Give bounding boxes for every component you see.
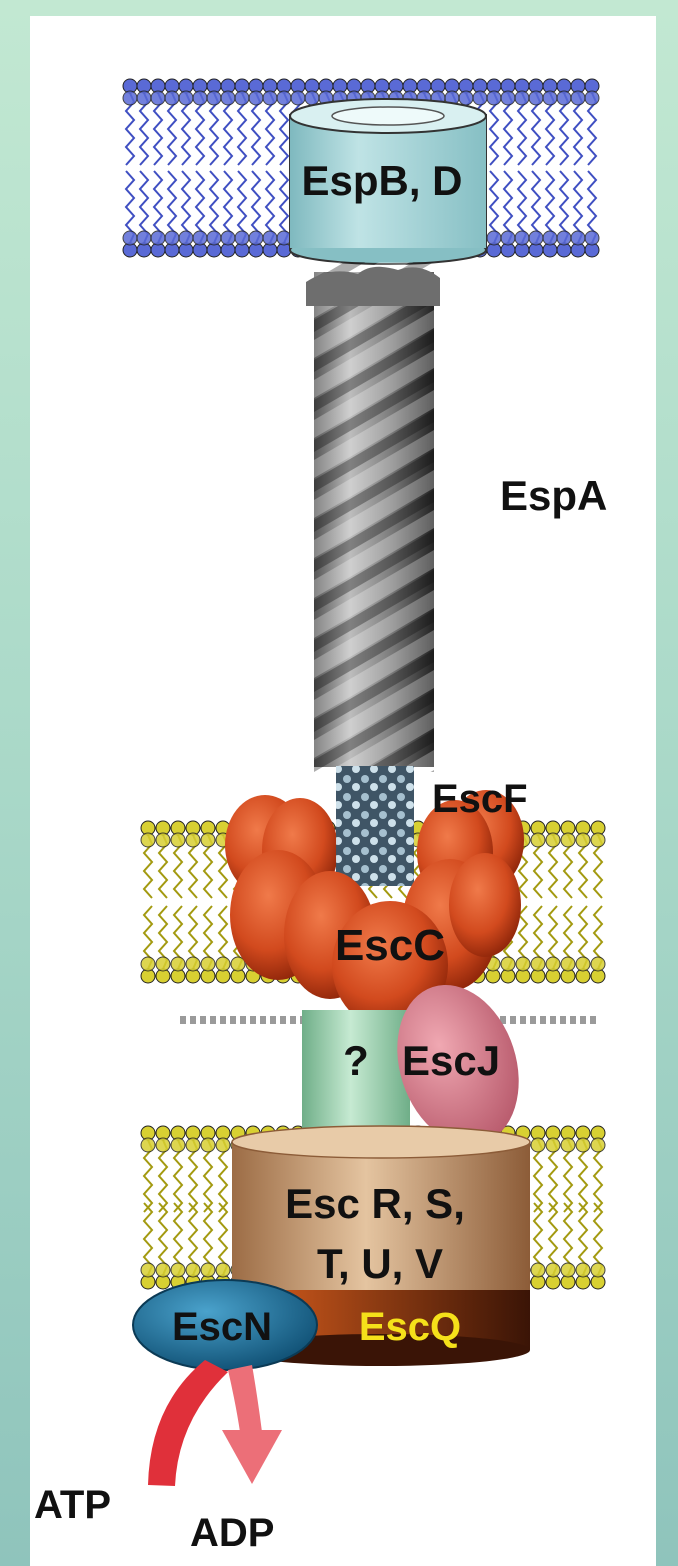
label-esc-rs-line1: Esc R, S, xyxy=(285,1180,465,1227)
label-escn: EscN xyxy=(172,1305,272,1349)
label-escc: EscC xyxy=(335,921,445,970)
label-escq: EscQ xyxy=(359,1305,461,1349)
label-escj: EscJ xyxy=(402,1037,500,1084)
label-espa: EspA xyxy=(500,472,607,519)
label-question: ? xyxy=(343,1037,369,1084)
escf-needle-front xyxy=(336,790,414,872)
label-esc-rs-line2: T, U, V xyxy=(317,1240,443,1287)
label-escf: EscF xyxy=(432,777,528,821)
label-atp: ATP xyxy=(34,1483,111,1527)
label-espb-d: EspB, D xyxy=(301,157,462,204)
label-adp: ADP xyxy=(190,1511,274,1555)
